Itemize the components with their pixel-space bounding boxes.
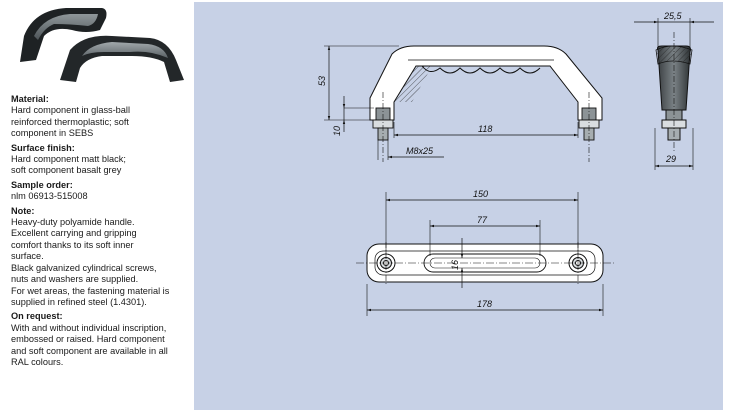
sample-order-line: nlm 06913-515008 <box>11 191 88 202</box>
note-line: For wet areas, the fastening material is <box>11 285 170 296</box>
dim-height: 53 <box>317 76 327 86</box>
dim-depth-top: 25,5 <box>663 11 683 21</box>
material-line: Hard component in glass-ball <box>11 105 130 116</box>
note-title: Note: <box>11 205 35 216</box>
dim-overall-length: 178 <box>477 299 492 309</box>
material-title: Material: <box>11 94 49 104</box>
surface-finish-line: Hard component matt black; <box>11 154 126 165</box>
sample-order-title: Sample order: <box>11 179 73 190</box>
side-view <box>369 45 603 121</box>
technical-drawing: 53 10 118 M8x25 25,5 <box>317 11 714 316</box>
material-line: component in SEBS <box>11 128 94 139</box>
note-line: supplied in refined steel (1.4301). <box>11 296 147 307</box>
note-line: nuts and washers are supplied. <box>11 274 139 285</box>
on-request-line: RAL colours. <box>11 356 64 367</box>
dim-base: 10 <box>332 126 342 136</box>
left-column: Material: Hard component in glass-ball r… <box>0 0 192 415</box>
specification-text: Material: Hard component in glass-ball r… <box>11 94 191 368</box>
technical-drawing-panel: 53 10 118 M8x25 25,5 <box>194 2 723 410</box>
on-request-line: embossed or raised. Hard component <box>11 334 165 345</box>
note-line: Heavy-duty polyamide handle. <box>11 217 135 228</box>
dim-slot-width: 16 <box>450 260 460 270</box>
product-photo <box>20 8 184 82</box>
note-line: Black galvanized cylindrical screws, <box>11 262 157 273</box>
surface-finish-title: Surface finish: <box>11 142 75 153</box>
on-request-title: On request: <box>11 311 63 322</box>
top-view <box>366 243 604 283</box>
note-line: comfort thanks to its soft inner <box>11 239 134 250</box>
dim-slot-length: 77 <box>477 215 488 225</box>
on-request-line: and soft component are available in all <box>11 345 168 356</box>
dim-thread: M8x25 <box>406 146 434 156</box>
note-line: surface. <box>11 251 44 262</box>
surface-finish-line: soft component basalt grey <box>11 165 122 176</box>
dim-span: 118 <box>478 124 492 134</box>
note-line: Excellent carrying and gripping <box>11 228 137 239</box>
material-line: reinforced thermoplastic; soft <box>11 116 129 127</box>
left-screw <box>372 107 394 141</box>
on-request-line: With and without individual inscription, <box>11 322 167 333</box>
dim-depth-bottom: 29 <box>665 154 676 164</box>
dim-hole-distance: 150 <box>473 189 488 199</box>
right-screw <box>578 107 600 141</box>
